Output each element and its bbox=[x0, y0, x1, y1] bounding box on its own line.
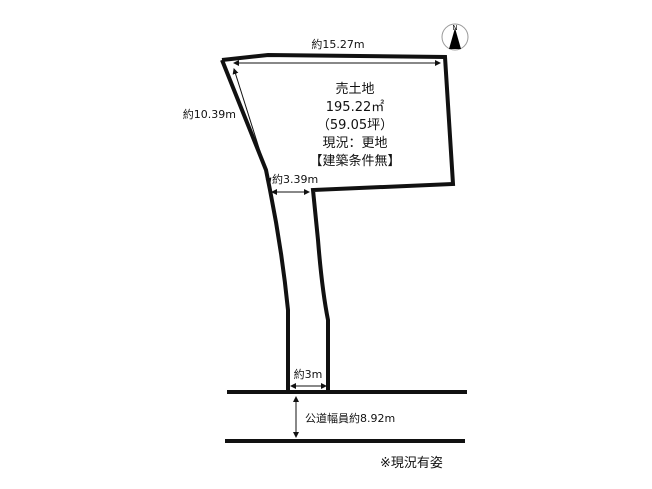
north-arrow-icon: N bbox=[441, 23, 469, 51]
dimension-label-pole-bottom: 約3m bbox=[294, 367, 323, 381]
dimension-label-top: 約15.27m bbox=[311, 37, 364, 51]
footnote: ※現況有姿 bbox=[380, 455, 443, 471]
plot-note: 【建築条件無】 bbox=[309, 153, 400, 169]
plot-condition: 現況：更地 bbox=[322, 136, 387, 151]
dimension-label-left: 約10.39m bbox=[183, 107, 236, 121]
plot-area-sqm: 195.22㎡ bbox=[326, 100, 385, 115]
plot-status: 売土地 bbox=[335, 81, 374, 97]
dimension-label-road: 公道幅員約8.92m bbox=[305, 411, 395, 425]
dimension-label-pole-top: 約3.39m bbox=[272, 172, 318, 186]
dimension-arrow-left bbox=[232, 68, 272, 184]
north-label: N bbox=[452, 24, 457, 32]
plot-boundary bbox=[220, 52, 456, 392]
plot-area-tsubo: （59.05坪） bbox=[317, 118, 393, 133]
